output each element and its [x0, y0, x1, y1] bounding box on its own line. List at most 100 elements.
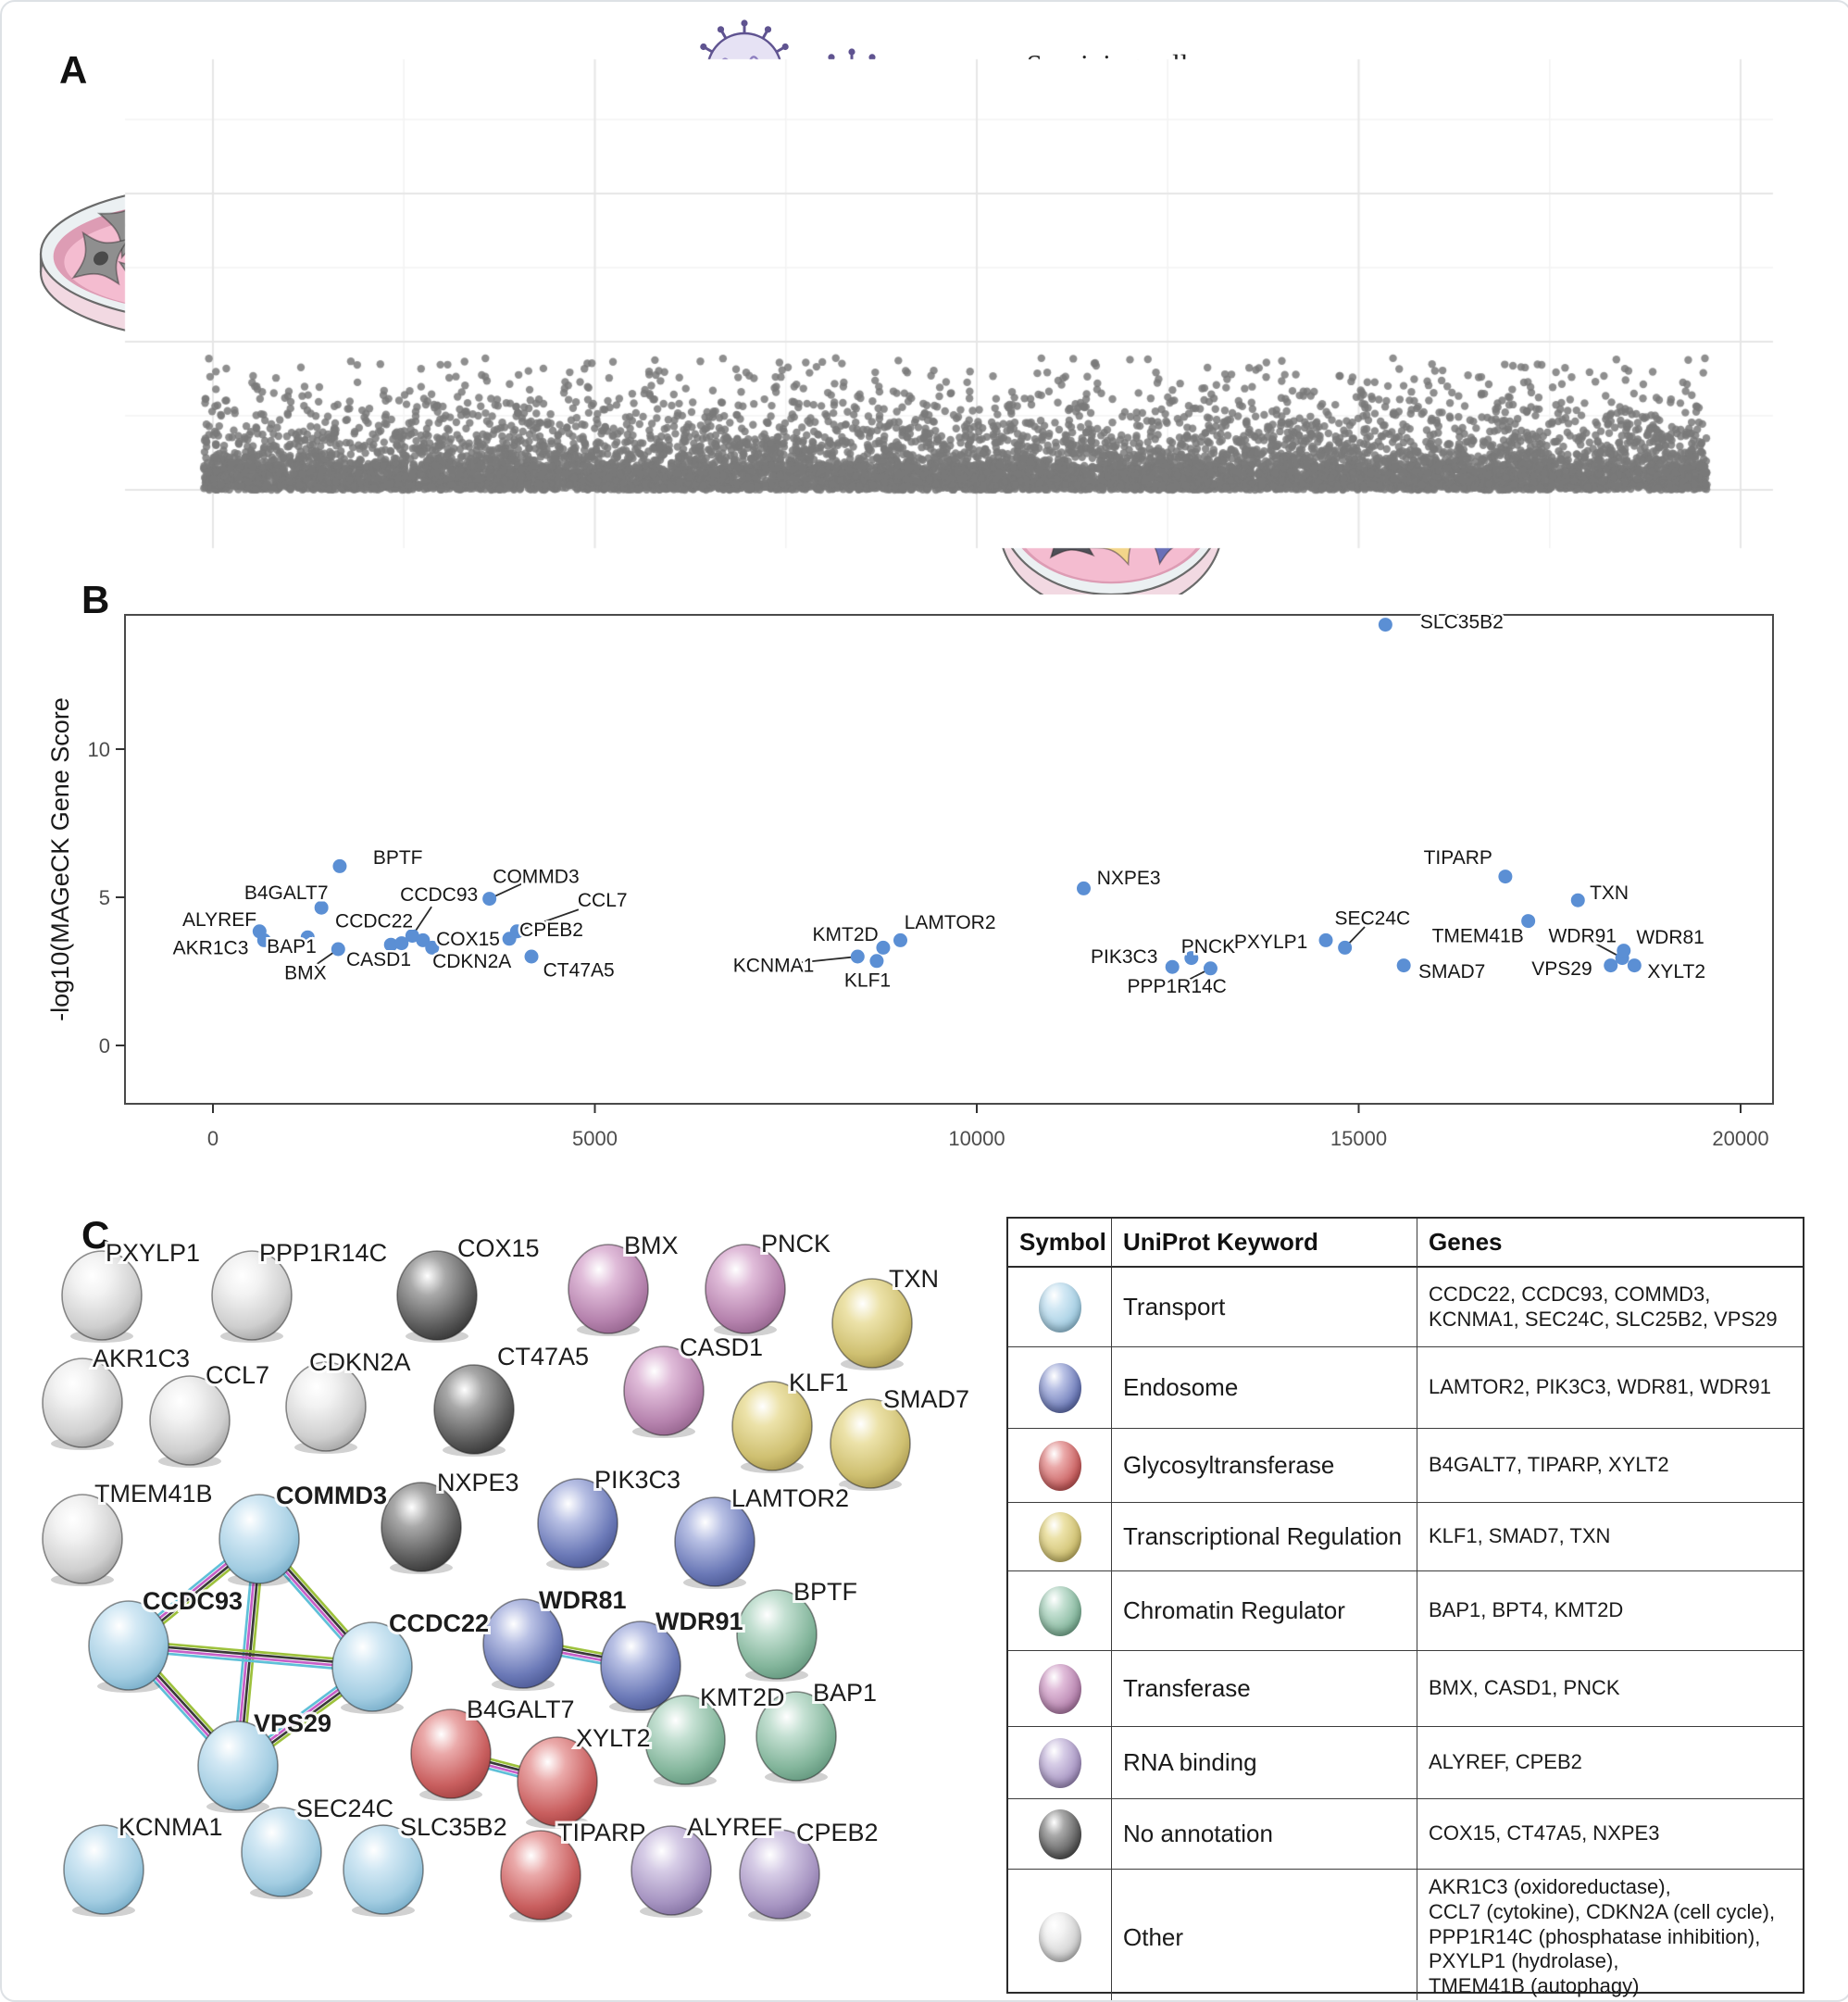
genes-cell: KLF1, SMAD7, TXN: [1417, 1503, 1803, 1571]
gene-label-XYLT2: XYLT2: [1647, 961, 1705, 982]
scatter-point-KLF1: [869, 954, 884, 969]
scatter-point-CCDC93: [405, 929, 419, 944]
network-node-PNCK: [705, 1244, 786, 1334]
gene-label-ALYREF: ALYREF: [182, 909, 256, 931]
network-node-CCDC22: [331, 1621, 413, 1712]
gene-leader-line: [492, 882, 524, 898]
network-node-BPTF: [736, 1589, 818, 1680]
scatter-point-CCDC22: [394, 936, 409, 951]
genes-cell: COX15, CT47A5, NXPE3: [1417, 1799, 1803, 1870]
scatter-point-CDKN2A: [425, 940, 440, 955]
network-node-SMAD7: [830, 1398, 911, 1489]
category-sphere-icon: [1038, 1511, 1081, 1562]
network-label-COMMD3: COMMD3: [276, 1482, 387, 1509]
network-node-CCL7: [149, 1375, 231, 1466]
network-label-KLF1: KLF1: [789, 1369, 849, 1396]
gene-label-B4GALT7: B4GALT7: [244, 882, 329, 904]
genes-cell: B4GALT7, TIPARP, XYLT2: [1417, 1429, 1803, 1503]
network-edge-CCDC93-CCDC22: [128, 1639, 373, 1673]
symbol-cell: [1008, 1429, 1112, 1503]
genes-cell: BAP1, BPT4, KMT2D: [1417, 1571, 1803, 1651]
table-header-row: Symbol UniProt Keyword Genes: [1008, 1219, 1803, 1268]
network-node-COMMD3: [219, 1494, 300, 1584]
network-node-SEC24C: [241, 1807, 322, 1897]
category-sphere-icon: [1038, 1808, 1081, 1859]
network-label-PIK3C3: PIK3C3: [594, 1466, 681, 1494]
network-label-CCDC22: CCDC22: [389, 1609, 489, 1637]
table-header-genes: Genes: [1417, 1219, 1803, 1268]
y-tick-label: 0: [99, 1034, 110, 1057]
network-node-KMT2D: [644, 1695, 726, 1785]
network-node-KLF1: [731, 1381, 813, 1471]
gene-label-CASD1: CASD1: [346, 949, 411, 970]
symbol-cell: [1008, 1503, 1112, 1571]
keyword-cell: No annotation: [1112, 1799, 1417, 1870]
gene-label-CPEB2: CPEB2: [519, 920, 583, 941]
symbol-cell: [1008, 1727, 1112, 1799]
gene-label-TXN: TXN: [1590, 882, 1629, 904]
network-label-TIPARP: TIPARP: [557, 1819, 646, 1846]
category-sphere-icon: [1038, 1440, 1081, 1491]
network-node-ALYREF: [631, 1825, 712, 1916]
x-tick-label: 0: [207, 1127, 219, 1150]
scatter-point-CT47A5: [524, 949, 539, 964]
scatter-background-dots: [2, 2, 1848, 613]
gene-label-PXYLP1: PXYLP1: [1234, 932, 1307, 953]
network-label-PNCK: PNCK: [761, 1230, 830, 1258]
genes-cell: BMX, CASD1, PNCK: [1417, 1651, 1803, 1727]
network-label-BMX: BMX: [624, 1232, 679, 1259]
network-label-KMT2D: KMT2D: [700, 1683, 785, 1711]
gene-label-AKR1C3: AKR1C3: [173, 937, 249, 958]
scatter-point-CASD1: [383, 937, 398, 952]
network-label-CDKN2A: CDKN2A: [309, 1348, 411, 1376]
network-node-B4GALT7: [410, 1708, 492, 1799]
scatter-point-BAP1: [300, 930, 315, 945]
category-sphere-icon: [1038, 1912, 1081, 1963]
panel-c-label: C: [81, 1213, 109, 1257]
gene-label-SLC35B2: SLC35B2: [1420, 611, 1504, 632]
network-label-WDR81: WDR81: [539, 1586, 627, 1614]
gene-label-PIK3C3: PIK3C3: [1091, 946, 1157, 968]
network-label-XYLT2: XYLT2: [576, 1724, 651, 1752]
gene-label-SEC24C: SEC24C: [1334, 907, 1410, 929]
scatter-point-TIPARP: [1498, 870, 1513, 884]
gene-label-BPTF: BPTF: [373, 847, 423, 869]
keyword-cell: Glycosyltransferase: [1112, 1429, 1417, 1503]
scatter-point-PPP1R14C: [1203, 961, 1217, 976]
network-node-COX15: [396, 1250, 478, 1341]
network-node-TIPARP: [500, 1830, 581, 1921]
scatter-point-BMX: [331, 942, 345, 957]
network-node-BMX: [568, 1244, 649, 1334]
network-node-WDR91: [600, 1620, 681, 1711]
gene-label-CCDC22: CCDC22: [335, 911, 413, 932]
network-label-CASD1: CASD1: [680, 1333, 763, 1361]
gene-label-COX15: COX15: [436, 929, 500, 950]
network-label-TXN: TXN: [889, 1265, 939, 1293]
gene-label-SMAD7: SMAD7: [1418, 961, 1485, 982]
scatter-point-COMMD3: [482, 892, 497, 907]
keyword-cell: Endosome: [1112, 1347, 1417, 1429]
symbol-cell: [1008, 1268, 1112, 1347]
network-node-XYLT2: [517, 1736, 598, 1827]
network-label-B4GALT7: B4GALT7: [467, 1695, 575, 1723]
highlighted-gene-labels: AKR1C3ALYREFBAP1B4GALT7BMXBPTFCASD1CCDC2…: [170, 609, 1707, 1000]
table-header-keyword: UniProt Keyword: [1112, 1219, 1417, 1268]
gene-label-KLF1: KLF1: [844, 970, 891, 992]
symbol-cell: [1008, 1571, 1112, 1651]
network-node-BAP1: [755, 1691, 837, 1782]
gene-leader-line: [314, 950, 337, 967]
symbol-cell: [1008, 1799, 1112, 1870]
gene-label-VPS29: VPS29: [1531, 958, 1592, 980]
category-sphere-icon: [1038, 1737, 1081, 1788]
gene-leader-line: [1592, 942, 1620, 957]
x-tick-label: 15000: [1330, 1127, 1387, 1150]
genes-cell: AKR1C3 (oxidoreductase), CCL7 (cytokine)…: [1429, 1875, 1776, 1998]
